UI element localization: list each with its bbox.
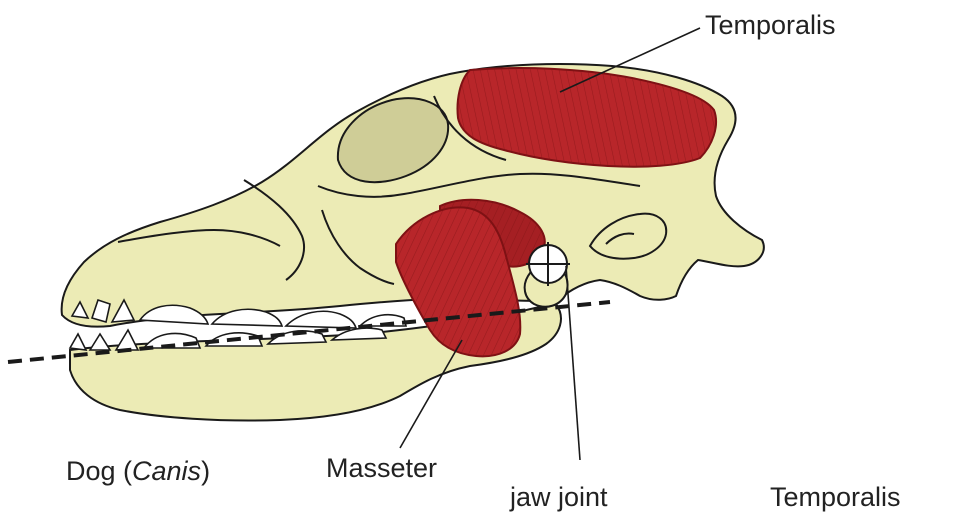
- species-common-name: Dog (: [66, 456, 132, 486]
- species-close-paren: ): [201, 456, 210, 486]
- species-label: Dog (Canis): [66, 456, 210, 486]
- temporalis-label: Temporalis: [705, 10, 836, 40]
- temporalis-bottom-label: Temporalis: [770, 482, 901, 512]
- masseter-label: Masseter: [326, 453, 437, 483]
- jaw-joint-leader-line: [566, 266, 580, 460]
- jaw-joint-label: jaw joint: [509, 482, 608, 512]
- species-genus-name: Canis: [132, 456, 201, 486]
